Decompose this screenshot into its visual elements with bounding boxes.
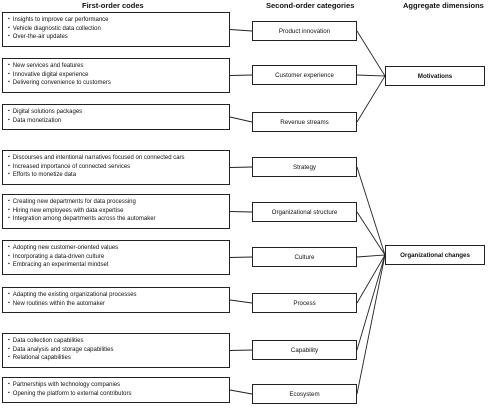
code-item: Partnerships with technology companies	[8, 381, 229, 390]
category-label: Process	[293, 299, 316, 307]
code-item: Embracing an experimental mindset	[8, 261, 229, 270]
code-item: Creating new departments for data proces…	[8, 198, 229, 207]
code-to-category-line	[229, 74, 253, 76]
first-order-code-box: Creating new departments for data proces…	[2, 194, 230, 229]
category-label: Ecosystem	[289, 390, 320, 398]
category-to-aggregate-line	[356, 254, 386, 304]
aggregate-header: Aggregate dimensions	[403, 1, 484, 10]
code-to-category-line	[229, 349, 253, 351]
aggregate-box: Motivations	[385, 66, 485, 86]
category-box: Product innovation	[252, 21, 357, 41]
category-box: Ecosystem	[252, 384, 357, 404]
code-to-category-line	[229, 211, 253, 213]
code-item: Relational capabilities	[8, 354, 229, 363]
code-item: Innovative digital experience	[8, 71, 229, 80]
category-box: Process	[252, 293, 357, 313]
code-list: Insights to improve car performanceVehic…	[8, 16, 229, 42]
category-box: Revenue streams	[252, 112, 357, 132]
code-to-category-line	[229, 29, 253, 32]
category-label: Revenue streams	[280, 118, 329, 126]
first-order-code-box: Data collection capabilitiesData analysi…	[2, 333, 230, 368]
code-item: Over-the-air updates	[8, 33, 229, 42]
code-item: Digital solutions packages	[8, 108, 229, 117]
category-label: Culture	[294, 253, 315, 261]
aggregate-label: Motivations	[417, 72, 453, 80]
code-item: Discourses and intentional narratives fo…	[8, 154, 229, 163]
first-order-header: First-order codes	[82, 1, 144, 10]
first-order-code-box: Discourses and intentional narratives fo…	[2, 150, 230, 185]
category-to-aggregate-line	[356, 254, 386, 258]
code-item: Data analysis and storage capabilities	[8, 346, 229, 355]
code-item: New services and features	[8, 62, 229, 71]
code-item: Data monetization	[8, 117, 229, 126]
second-order-header: Second-order categories	[266, 1, 355, 10]
category-label: Customer experience	[275, 71, 334, 79]
code-to-category-line	[229, 299, 253, 304]
code-list: Adopting new customer-oriented valuesInc…	[8, 244, 229, 270]
first-order-code-box: New services and featuresInnovative digi…	[2, 58, 230, 93]
first-order-code-box: Digital solutions packagesData monetizat…	[2, 104, 230, 130]
code-list: Discourses and intentional narratives fo…	[8, 154, 229, 180]
category-box: Strategy	[252, 157, 357, 177]
first-order-code-box: Adapting the existing organizational pro…	[2, 287, 230, 313]
code-item: Vehicle diagnostic data collection	[8, 25, 229, 34]
code-list: Data collection capabilitiesData analysi…	[8, 337, 229, 363]
category-label: Strategy	[292, 163, 317, 171]
category-to-aggregate-line	[356, 74, 386, 77]
category-to-aggregate-line	[356, 75, 386, 123]
category-label: Product innovation	[278, 27, 331, 35]
code-item: Incorporating a data-driven culture	[8, 253, 229, 262]
first-order-code-box: Partnerships with technology companiesOp…	[2, 377, 230, 403]
code-to-category-line	[229, 389, 253, 395]
code-to-category-line	[229, 256, 253, 258]
category-box: Organizational structure	[252, 202, 357, 222]
category-box: Culture	[252, 247, 357, 267]
category-box: Capability	[252, 340, 357, 360]
code-item: Adapting the existing organizational pro…	[8, 291, 229, 300]
first-order-code-box: Adopting new customer-oriented valuesInc…	[2, 240, 230, 275]
category-to-aggregate-line	[356, 30, 386, 77]
category-label: Organizational structure	[271, 208, 338, 216]
code-item: Integration among departments across the…	[8, 215, 229, 224]
code-item: Hiring new employees with data expertise	[8, 207, 229, 216]
first-order-code-box: Insights to improve car performanceVehic…	[2, 12, 230, 47]
code-to-category-line	[229, 166, 253, 168]
code-list: Digital solutions packagesData monetizat…	[8, 108, 229, 125]
category-to-aggregate-line	[356, 166, 386, 256]
code-item: Efforts to monetize data	[8, 171, 229, 180]
code-item: New routines within the automaker	[8, 300, 229, 309]
code-list: Creating new departments for data proces…	[8, 198, 229, 224]
code-list: Adapting the existing organizational pro…	[8, 291, 229, 308]
code-list: Partnerships with technology companiesOp…	[8, 381, 229, 398]
category-label: Capability	[290, 346, 319, 354]
code-list: New services and featuresInnovative digi…	[8, 62, 229, 88]
code-item: Increased importance of connected servic…	[8, 163, 229, 172]
category-to-aggregate-line	[356, 254, 386, 351]
code-item: Data collection capabilities	[8, 337, 229, 346]
code-item: Insights to improve car performance	[8, 16, 229, 25]
category-box: Customer experience	[252, 65, 357, 85]
code-item: Adopting new customer-oriented values	[8, 244, 229, 253]
category-to-aggregate-line	[356, 211, 386, 256]
aggregate-box: Organizational changes	[385, 245, 485, 265]
aggregate-label: Organizational changes	[400, 251, 470, 259]
code-item: Opening the platform to external contrib…	[8, 390, 229, 399]
code-item: Delivering convenience to customers	[8, 79, 229, 88]
code-to-category-line	[229, 116, 253, 123]
category-to-aggregate-line	[356, 254, 386, 395]
